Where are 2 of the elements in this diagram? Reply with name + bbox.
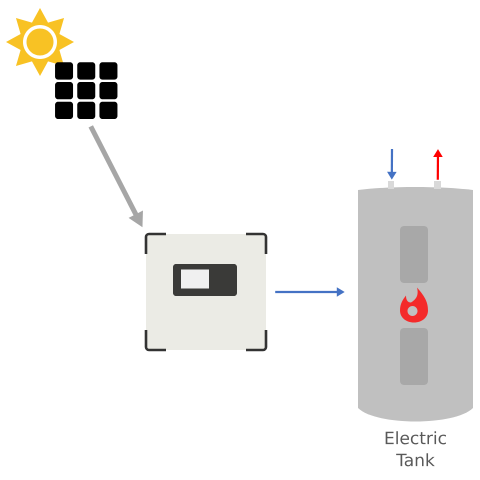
tank-label: Electric Tank [386,431,446,466]
solar-panel [55,62,118,119]
